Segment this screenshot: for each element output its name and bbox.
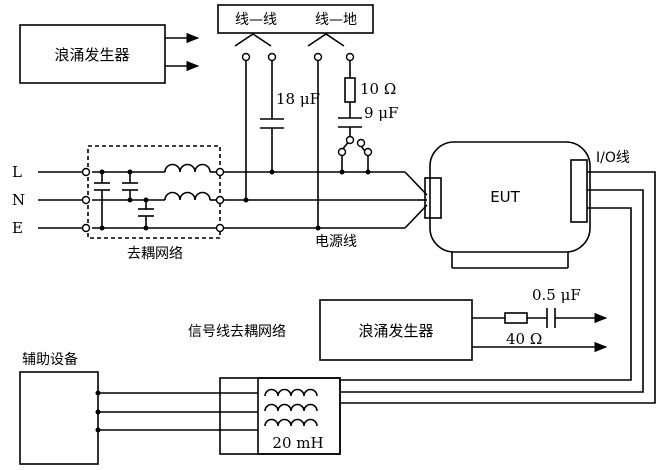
line-N-label: N	[12, 191, 25, 209]
dn-in-terminal-N	[81, 195, 91, 205]
io-line-2	[340, 189, 644, 393]
switch-terminal-4	[345, 52, 355, 62]
io-line-3	[340, 207, 632, 381]
junction-dot	[365, 169, 371, 175]
switch-line-ground	[307, 33, 345, 47]
dn-out-terminal-N	[215, 195, 225, 205]
surge-generator-top-box	[19, 24, 166, 84]
junction-dot	[127, 197, 133, 203]
power-line-L-converge	[404, 171, 428, 196]
junction-dot	[99, 225, 105, 231]
sdn-inductor-2	[264, 403, 318, 412]
line-to-line-label: 线—线	[235, 12, 277, 28]
power-line-E-converge	[404, 204, 428, 229]
junction-dot	[339, 169, 345, 175]
line-E-label: E	[12, 219, 23, 237]
surge-generator-bottom-label: 浪涌发生器	[358, 322, 433, 340]
selector-terminal-4	[356, 138, 366, 148]
dn-out-terminal-L	[215, 167, 225, 177]
junction-dot	[99, 169, 105, 175]
eut-power-connector	[424, 177, 442, 219]
selector-terminal-1	[345, 135, 355, 145]
capacitor-18uF-label: 18 μF	[276, 90, 320, 108]
dn-in-terminal-E	[81, 223, 91, 233]
line-to-ground-label: 线—地	[315, 12, 357, 28]
resistor-40ohm	[504, 312, 528, 324]
capacitor-05uF-label: 0.5 μF	[532, 286, 581, 304]
selector-terminal-3	[363, 147, 373, 157]
sdn-inductor-3	[264, 418, 318, 427]
resistor-10ohm	[344, 77, 356, 103]
io-line-1	[340, 171, 656, 404]
switch-terminal-3	[313, 52, 323, 62]
decoupling-network-box	[87, 145, 221, 239]
line-L-label: L	[12, 163, 22, 181]
inductor-N	[164, 191, 211, 201]
surge-generator-top-label: 浪涌发生器	[54, 46, 129, 64]
inductor-20mH-label: 20 mH	[272, 434, 323, 452]
junction-dot	[315, 225, 321, 231]
capacitor-9uF-label: 9 μF	[364, 104, 398, 122]
switch-terminal-1	[241, 52, 251, 62]
junction-dot	[243, 197, 249, 203]
signal-decoupling-network-label: 信号线去耦网络	[188, 324, 286, 340]
dn-out-terminal-E	[215, 223, 225, 233]
sdn-inductor-1	[264, 388, 318, 397]
inductor-L	[164, 163, 211, 173]
junction-dot	[95, 427, 101, 433]
power-line-label: 电源线	[315, 234, 357, 250]
junction-dot	[95, 390, 101, 396]
resistor-10ohm-label: 10 Ω	[360, 80, 396, 98]
switch-line-line	[234, 33, 272, 47]
resistor-40ohm-label: 40 Ω	[506, 330, 542, 348]
coupling-mode-selector-box	[217, 4, 374, 34]
junction-dot	[143, 197, 149, 203]
auxiliary-equipment-label: 辅助设备	[22, 351, 78, 368]
decoupling-network-label: 去耦网络	[127, 246, 183, 262]
io-line-label: I/O线	[596, 150, 630, 166]
auxiliary-equipment-box	[19, 371, 99, 465]
eut-io-connector	[570, 159, 588, 223]
dn-in-terminal-L	[81, 167, 91, 177]
surge-generator-bottom-box	[319, 299, 473, 361]
eut-label: EUT	[490, 188, 520, 206]
signal-decoupling-inductor-box	[257, 377, 341, 455]
selector-terminal-2	[337, 147, 347, 157]
switch-terminal-2	[267, 52, 277, 62]
junction-dot	[269, 169, 275, 175]
eut-body	[429, 141, 591, 253]
junction-dot	[127, 169, 133, 175]
junction-dot	[95, 409, 101, 415]
junction-dot	[143, 225, 149, 231]
